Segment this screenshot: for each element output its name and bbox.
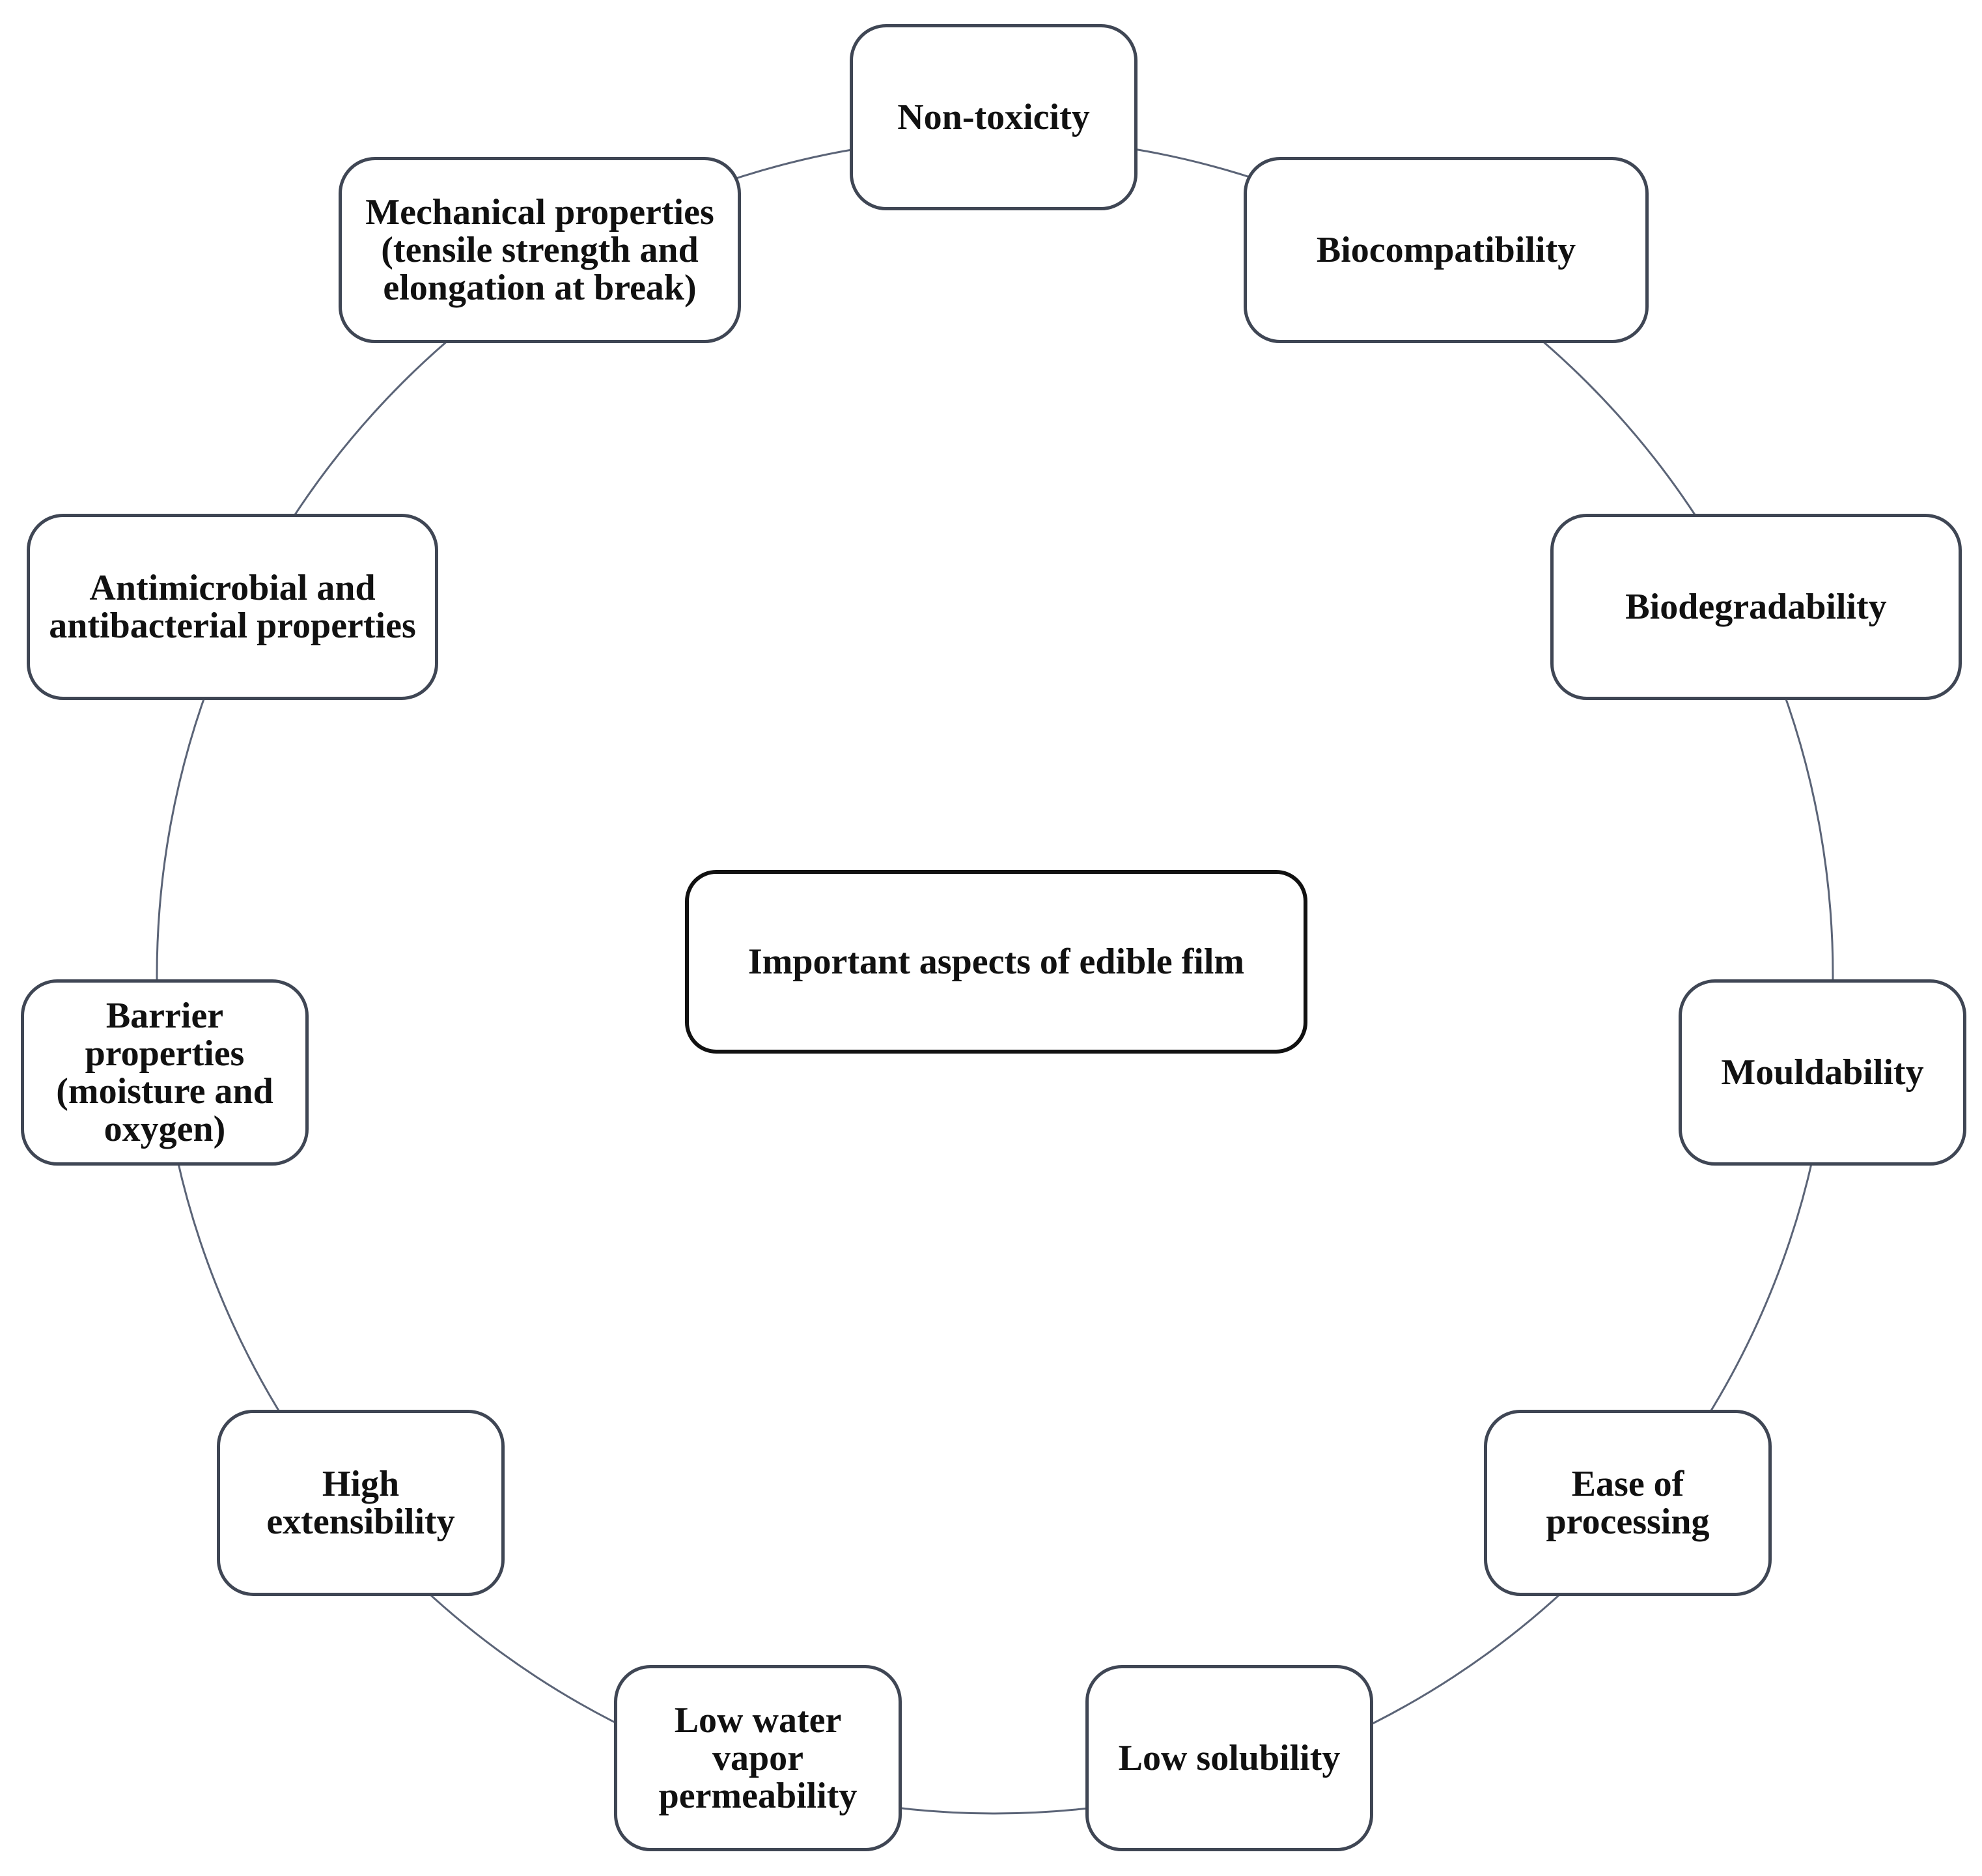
node-label: Barrier properties (moisture and oxygen) [56, 996, 273, 1149]
node-label: Low solubility [1118, 1738, 1341, 1778]
center-label: Important aspects of edible film [747, 942, 1245, 982]
node-mouldability: Mouldability [1679, 979, 1966, 1166]
node-label: Ease of processing [1546, 1464, 1710, 1542]
node-barrier-properties: Barrier properties (moisture and oxygen) [21, 979, 309, 1166]
node-label: Biodegradability [1625, 587, 1887, 627]
node-low-solubility: Low solubility [1085, 1665, 1373, 1851]
center-node: Important aspects of edible film [685, 870, 1307, 1054]
node-biocompatibility: Biocompatibility [1244, 157, 1649, 343]
node-label: High extensibility [266, 1464, 455, 1542]
node-non-toxicity: Non-toxicity [850, 24, 1138, 210]
node-low-water-vapor-permeability: Low water vapor permeability [614, 1665, 902, 1851]
node-label: Antimicrobial and antibacterial properti… [49, 568, 416, 646]
node-ease-of-processing: Ease of processing [1484, 1410, 1772, 1596]
node-label: Low water vapor permeability [658, 1700, 858, 1816]
node-antimicrobial-antibacterial: Antimicrobial and antibacterial properti… [27, 514, 438, 700]
node-high-extensibility: High extensibility [217, 1410, 505, 1596]
node-label: Non-toxicity [897, 97, 1090, 137]
node-mechanical-properties: Mechanical properties (tensile strength … [339, 157, 741, 343]
node-label: Mechanical properties (tensile strength … [365, 192, 714, 308]
node-label: Mouldability [1721, 1052, 1924, 1093]
node-label: Biocompatibility [1316, 230, 1576, 270]
node-biodegradability: Biodegradability [1550, 514, 1962, 700]
